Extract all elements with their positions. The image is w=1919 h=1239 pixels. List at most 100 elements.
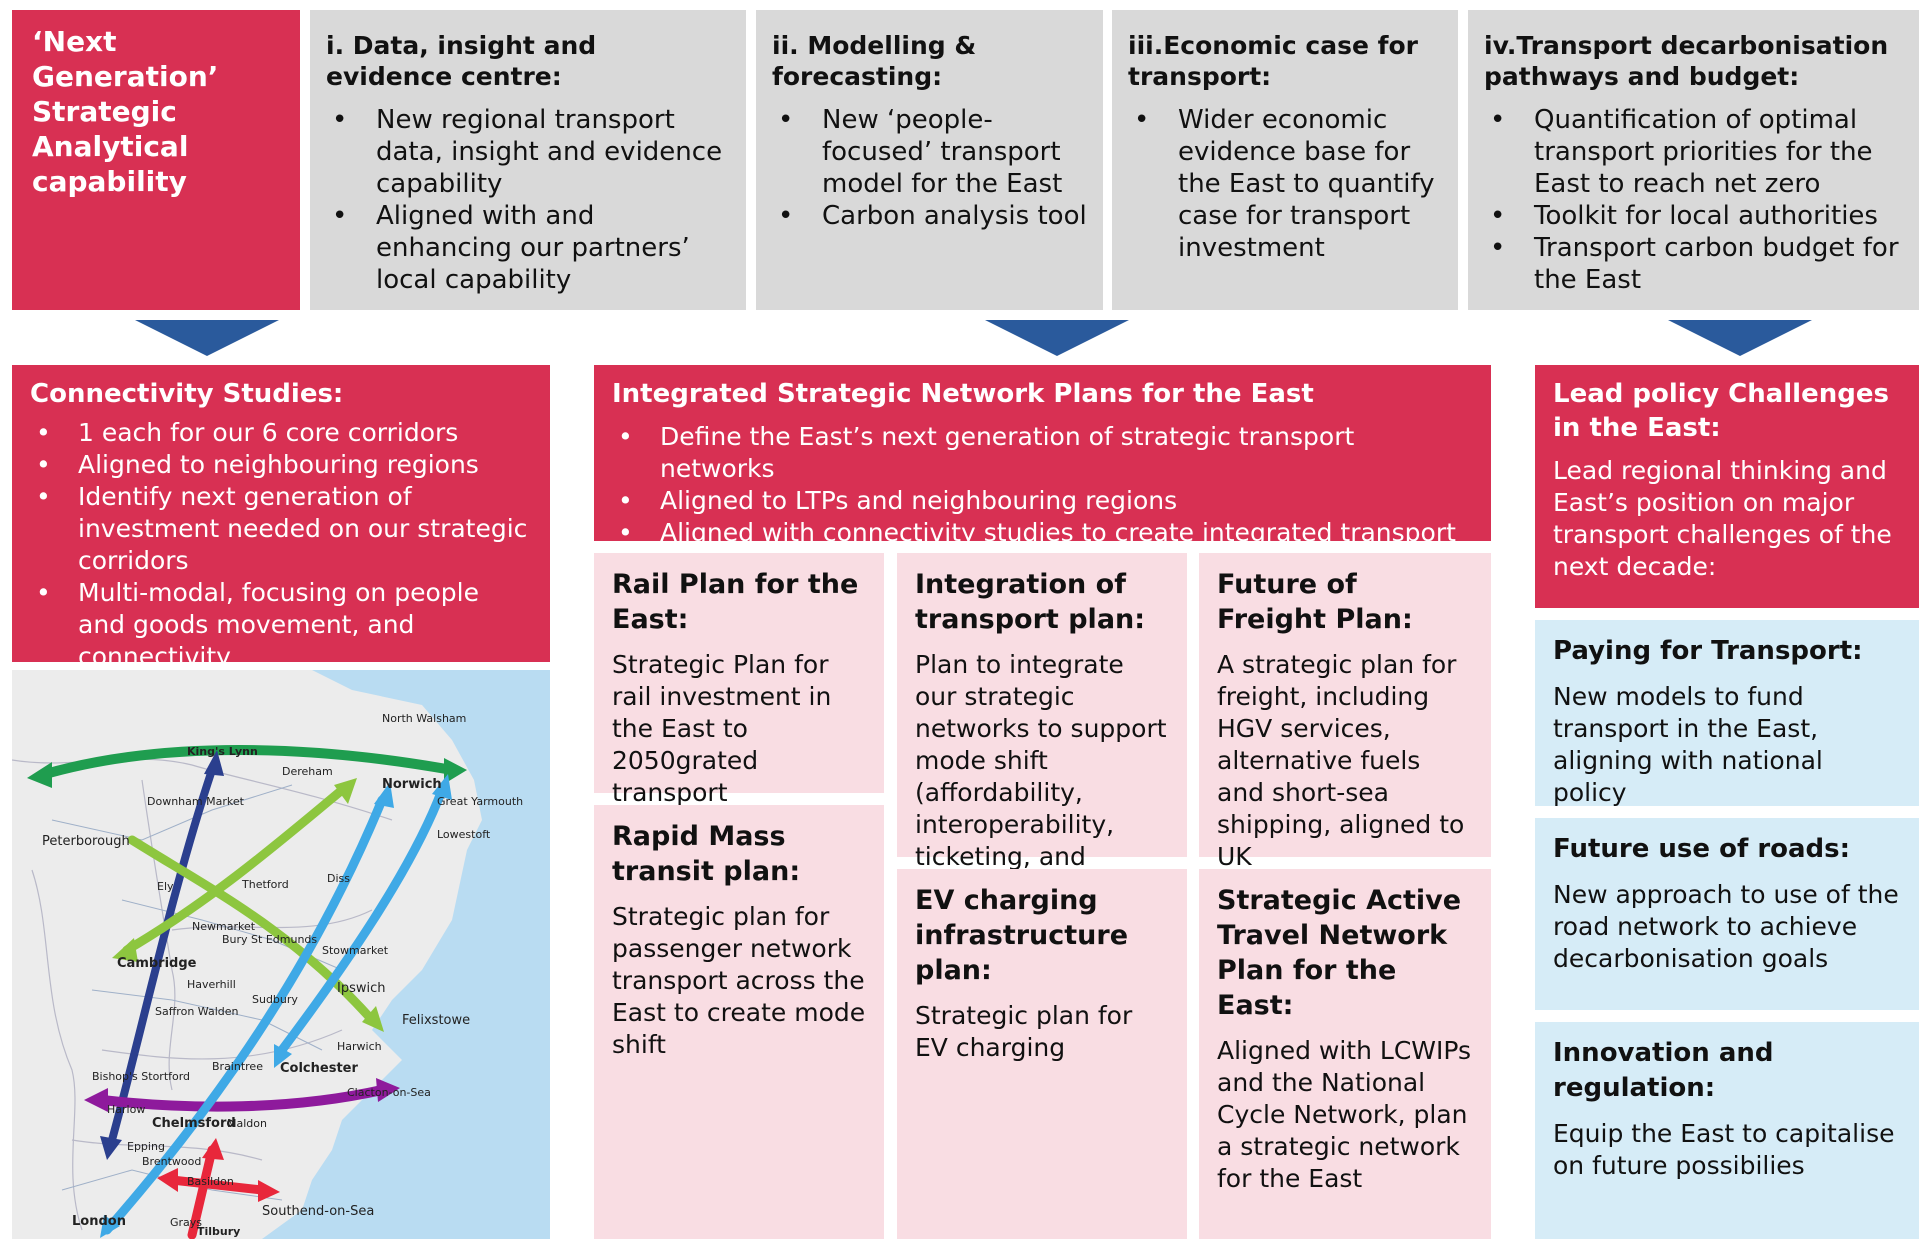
place-label: Basildon [187,1175,234,1188]
place-label: Bishop's Stortford [92,1070,190,1083]
arrow-head [100,1215,120,1238]
corridor-arrow [97,1085,387,1112]
arrow-head [362,1006,384,1032]
bullet-item: Aligned with connectivity studies to cre… [612,517,1473,549]
connectivity-bullets: 1 each for our 6 core corridors Aligned … [12,411,550,673]
column-heading: ii. Modelling & forecasting: [772,31,977,91]
place-label: Bury St Edmunds [222,933,317,946]
arrow-heads [27,750,467,1238]
arrow-head [27,762,52,788]
future-roads-heading: Future use of roads: [1553,834,1851,864]
policy-box: Lead policy Challenges in the East: Lead… [1535,365,1919,608]
bullet-item: Aligned to LTPs and neighbouring regions [612,485,1473,517]
bullet-item: Identify next generation of investment n… [30,481,532,577]
innovation-body: Equip the East to capitalise on future p… [1553,1119,1895,1180]
integrated-heading: Integrated Strategic Network Plans for t… [612,379,1314,409]
column-heading: iv.Transport decarbonisation pathways an… [1484,31,1889,91]
county-boundaries [12,758,393,1231]
arrow-head [204,750,224,776]
column-bullets: New regional transport data, insight and… [310,92,746,296]
integrated-plans-box: Integrated Strategic Network Plans for t… [594,365,1491,549]
bullet-item: Multi-modal, focusing on people and good… [30,577,532,673]
column-heading: i. Data, insight and evidence centre: [326,31,597,91]
future-roads-box: Future use of roads: New approach to use… [1535,818,1919,1010]
rapid-transit-box: Rapid Mass transit plan: Strategic plan … [594,805,884,1239]
corridor-arrow [108,766,216,1144]
place-label: Felixstowe [402,1013,470,1028]
arrow-head [432,774,452,800]
bullet-item: Toolkit for local authorities [1484,200,1903,232]
corridor-arrow [187,1145,217,1239]
bullet-item: Wider economic evidence base for the Eas… [1128,104,1442,264]
down-arrow-icon [1668,320,1812,356]
ev-charging-box: EV charging infrastructure plan: Strateg… [897,869,1187,1239]
place-label: Diss [327,872,350,885]
place-label: Downham Market [147,795,245,808]
place-label: Braintree [212,1060,263,1073]
top-title-box: ‘Next Generation’ Strategic Analytical c… [12,10,300,310]
freight-plan-box: Future of Freight Plan: A strategic plan… [1199,553,1491,871]
ev-charging-heading: EV charging infrastructure plan: [915,885,1129,986]
rail-plan-box: Rail Plan for the East: Strategic Plan f… [594,553,884,807]
integration-plan-body: Plan to integrate our strategic networks… [915,650,1167,903]
integrated-bullets: Define the East’s next generation of str… [594,411,1491,549]
column-bullets: Quantification of optimal transport prio… [1468,92,1919,296]
arrow-head [334,778,357,804]
paying-transport-box: Paying for Transport: New models to fund… [1535,620,1919,807]
rapid-transit-body: Strategic plan for passenger network tra… [612,902,866,1059]
place-label: North Walsham [382,712,466,725]
place-label: Cambridge [117,956,197,971]
paying-transport-heading: Paying for Transport: [1553,636,1863,666]
place-label: Peterborough [42,834,130,849]
future-roads-body: New approach to use of the road network … [1553,880,1899,973]
policy-body: Lead regional thinking and East’s positi… [1553,456,1892,581]
rail-plan-heading: Rail Plan for the East: [612,569,859,635]
freight-plan-body: A strategic plan for freight, including … [1217,650,1465,871]
place-label: Clacton-on-Sea [347,1086,431,1099]
corridor-arrows [37,745,457,1239]
place-label: Sudbury [252,993,298,1006]
arrow-head [444,758,467,784]
corridor-arrow [167,1175,267,1195]
arrow-head [274,1044,292,1068]
place-label: Colchester [280,1061,358,1076]
modelling-column: ii. Modelling & forecasting: New ‘people… [756,10,1103,310]
rapid-transit-heading: Rapid Mass transit plan: [612,821,801,887]
place-label: London [72,1214,126,1229]
down-arrow-icon [135,320,279,356]
bullet-item: New regional transport data, insight and… [326,104,730,200]
connectivity-heading: Connectivity Studies: [30,379,344,409]
bullet-item: Define the East’s next generation of str… [612,421,1473,485]
corridor-arrow [37,745,457,780]
place-label: Harwich [337,1040,382,1053]
place-label: Stowmarket [322,944,389,957]
integration-plan-heading: Integration of transport plan: [915,569,1146,635]
active-travel-heading: Strategic Active Travel Network Plan for… [1217,885,1462,1021]
top-title: ‘Next Generation’ Strategic Analytical c… [32,25,219,198]
bullet-item: Transport carbon budget for the East [1484,232,1903,296]
bullet-item: Aligned with and enhancing our partners’… [326,200,730,296]
bullet-item: Carbon analysis tool [772,200,1087,232]
column-bullets: New ‘people-focused’ transport model for… [756,92,1103,232]
rail-plan-body: Strategic Plan for rail investment in th… [612,650,832,807]
place-label: Tilbury [197,1225,240,1238]
arrow-head [258,1180,280,1202]
corridor-arrow [102,795,387,1235]
place-label: Southend-on-Sea [262,1204,374,1219]
place-label: Grays [170,1216,202,1229]
corridor-arrow [122,785,347,955]
place-label: Haverhill [187,978,236,991]
place-label: Dereham [282,765,333,778]
arrow-head [112,938,138,962]
place-label: Ipswich [337,981,386,996]
innovation-heading: Innovation and regulation: [1553,1038,1774,1103]
place-label: Brentwood [142,1155,201,1168]
corridor-arrow [127,835,377,1025]
column-bullets: Wider economic evidence base for the Eas… [1112,92,1458,264]
place-label: Chelmsford [152,1116,236,1131]
place-label: King's Lynn [187,745,258,758]
place-label: Epping [127,1140,165,1153]
freight-plan-heading: Future of Freight Plan: [1217,569,1413,635]
place-label: Saffron Walden [155,1005,239,1018]
arrow-head [100,1136,122,1160]
